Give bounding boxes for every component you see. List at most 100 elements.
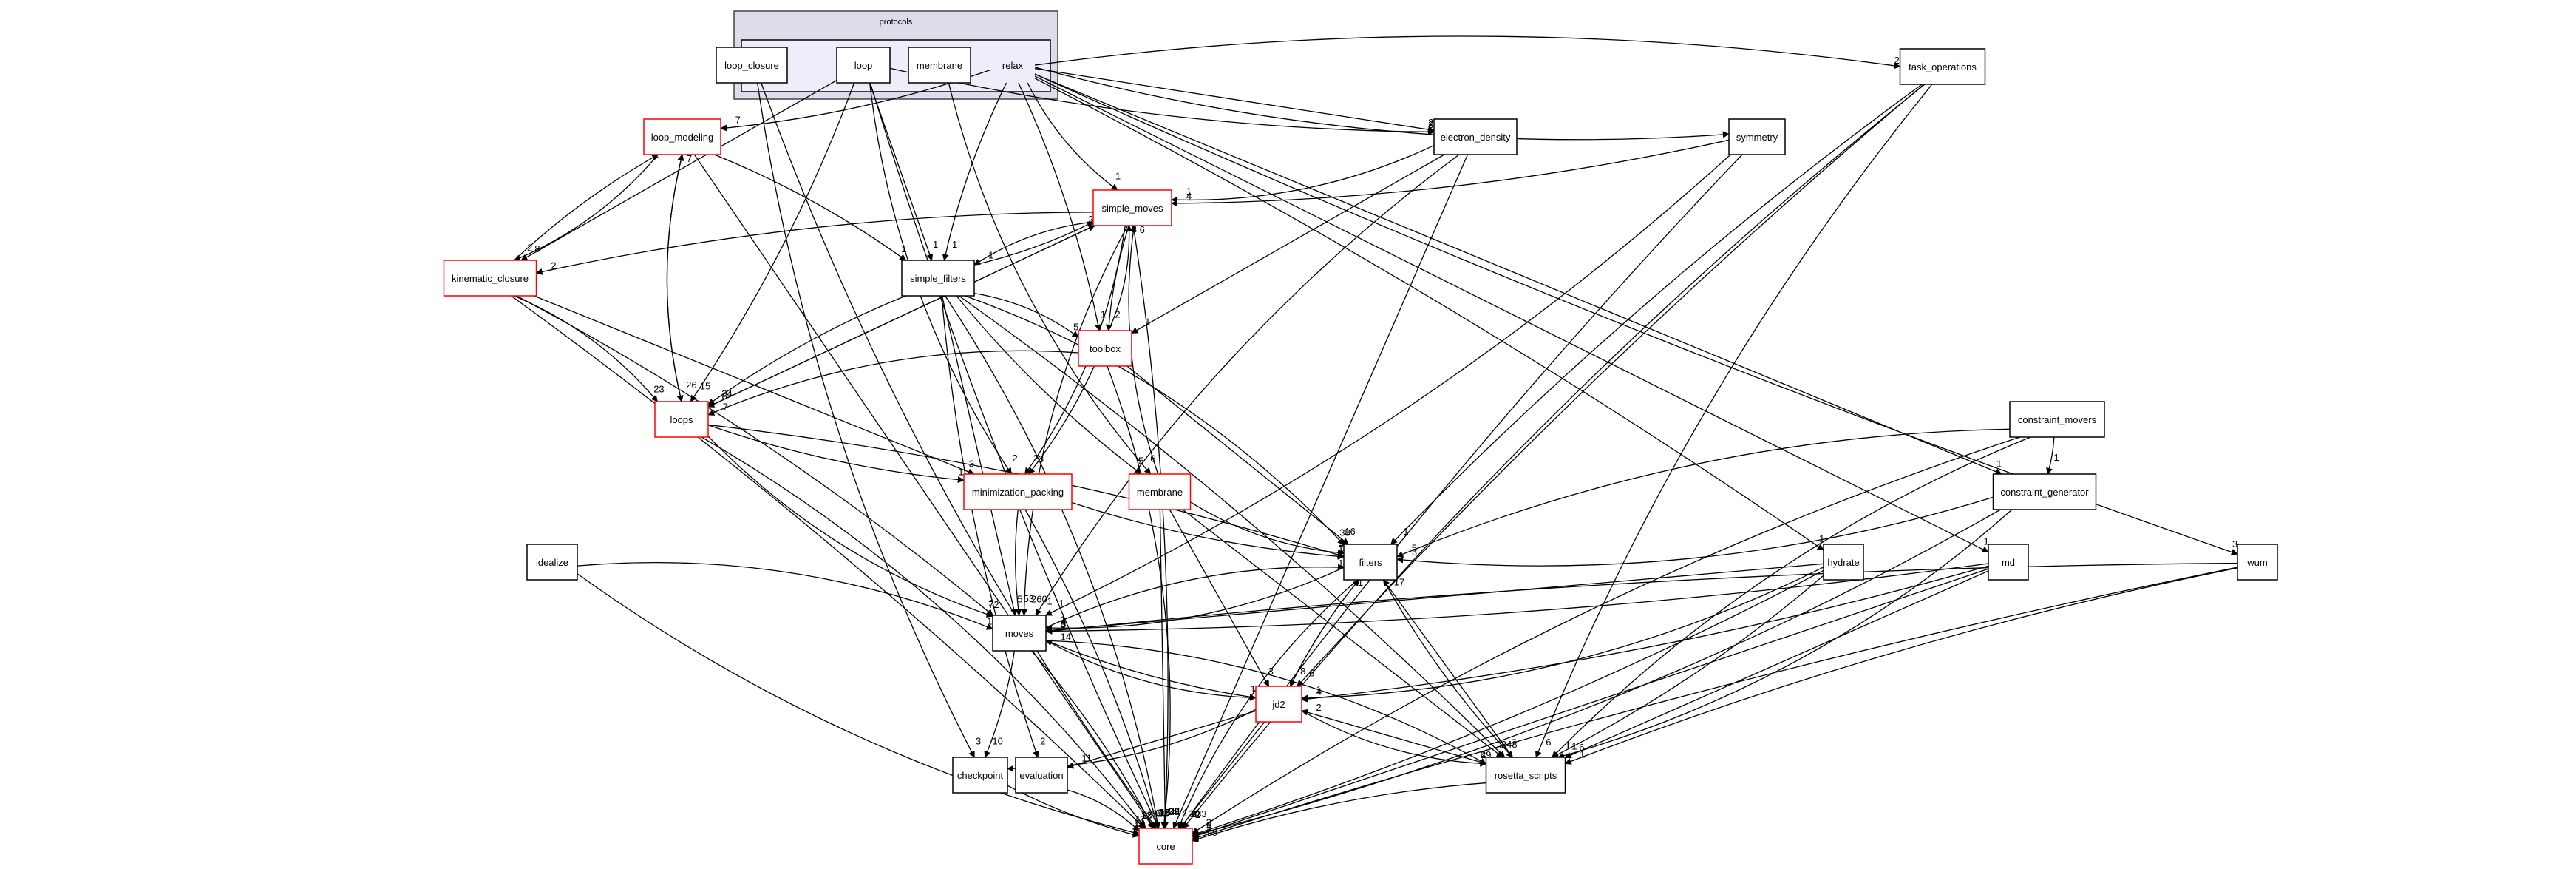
edge-relax-to-simple_filters[interactable]	[942, 82, 1007, 261]
edge-toolbox-to-minimization_packing[interactable]	[1028, 365, 1095, 475]
edge-minimization_packing-to-core[interactable]	[1024, 509, 1160, 829]
edge-loops-to-loop_modeling[interactable]	[666, 154, 684, 402]
node-box[interactable]	[654, 401, 709, 438]
node-md[interactable]: md	[1988, 544, 2029, 581]
edge-label-relax-to-task_operations[interactable]: 2	[1894, 55, 1900, 66]
node-box[interactable]	[2237, 544, 2278, 581]
edge-membrane_p-to-membrane[interactable]	[948, 82, 1152, 475]
edge-label-md-to-core[interactable]: 5	[1206, 822, 1211, 833]
node-loop-closure[interactable]: loop_closure	[716, 47, 788, 84]
edge-simple_filters-to-loops[interactable]	[707, 295, 906, 405]
node-label[interactable]: relax	[1002, 60, 1024, 71]
edge-label-moves-to-rosetta_scripts[interactable]: 4	[1481, 749, 1486, 760]
node-label[interactable]: membrane	[917, 60, 962, 71]
edge-label-simple_filters-to-loops[interactable]: 24	[721, 388, 732, 399]
edge-md-to-rosetta_scripts[interactable]	[1564, 570, 1989, 759]
node-label[interactable]: simple_moves	[1101, 203, 1163, 214]
edge-label-toolbox-to-minimization_packing[interactable]: 3	[1039, 453, 1044, 464]
node-core[interactable]: core	[1138, 828, 1193, 865]
node-filters[interactable]: filters	[1343, 544, 1398, 581]
edge-label-loops-to-minimization_packing[interactable]: 1	[958, 466, 963, 477]
node-idealize[interactable]: idealize	[526, 544, 578, 581]
node-box[interactable]	[443, 260, 537, 297]
edge-label-relax-to-constraint_generator[interactable]: 1	[1996, 459, 2002, 470]
edge-label-simple_filters-to-core[interactable]: 58	[1159, 807, 1169, 818]
edge-label-symmetry-to-moves[interactable]: 1	[1058, 598, 1064, 609]
edge-label-hydrate-to-core[interactable]: 1	[1206, 819, 1211, 831]
node-label[interactable]: task_operations	[1909, 61, 1977, 72]
edge-simple_filters-to-moves[interactable]	[941, 295, 1018, 616]
edge-hydrate-to-core[interactable]	[1192, 569, 1824, 836]
edge-label-loop_modeling-to-loops[interactable]: 26	[686, 379, 696, 390]
edge-moves-to-filters[interactable]	[1045, 564, 1345, 629]
edge-label-wum-to-core[interactable]: 3	[1207, 825, 1212, 836]
edge-label-relax-to-simple_filters[interactable]: 1	[952, 239, 957, 250]
edge-constraint_movers-to-rosetta_scripts[interactable]	[1552, 436, 2031, 758]
edge-jd2-to-moves[interactable]	[1045, 639, 1257, 699]
edge-loop_closure-to-checkpoint[interactable]	[757, 82, 975, 758]
edge-membrane-to-jd2[interactable]	[1169, 509, 1270, 687]
node-rosetta-scripts[interactable]: rosetta_scripts	[1485, 757, 1566, 794]
node-jd2[interactable]: jd2	[1255, 686, 1302, 723]
cluster-relax[interactable]	[741, 39, 1051, 92]
edge-kinematic_closure-to-moves[interactable]	[516, 295, 993, 616]
edge-label-hydrate-to-rosetta_scripts[interactable]: 1	[1565, 740, 1570, 751]
node-label[interactable]: wum	[2246, 557, 2267, 568]
node-box[interactable]	[1433, 118, 1518, 155]
node-label[interactable]: loops	[670, 414, 693, 425]
node-box[interactable]	[1138, 828, 1193, 865]
edge-simple_moves-to-core[interactable]	[1132, 225, 1169, 829]
node-label[interactable]: loop_modeling	[651, 132, 714, 143]
node-membrane[interactable]: membrane	[1128, 473, 1192, 510]
edge-label-loop-to-kinematic_closure[interactable]: 8	[534, 243, 540, 254]
edge-label-symmetry-to-simple_moves[interactable]: 4	[1186, 190, 1192, 201]
edge-label-toolbox-to-loops[interactable]: 7	[723, 402, 728, 413]
edge-membrane-to-rosetta_scripts[interactable]	[1182, 509, 1503, 758]
edge-label-relax-to-simple_moves[interactable]: 1	[1115, 170, 1121, 181]
edge-idealize-to-moves[interactable]	[577, 562, 993, 630]
node-hydrate[interactable]: hydrate	[1823, 544, 1864, 581]
node-label[interactable]: toolbox	[1090, 343, 1121, 354]
edge-relax-to-simple_moves[interactable]	[1027, 82, 1118, 191]
edge-loop_closure-to-core[interactable]	[761, 82, 1157, 829]
node-label[interactable]: hydrate	[1827, 557, 1859, 568]
node-box[interactable]	[992, 615, 1047, 652]
edge-relax-to-toolbox[interactable]	[1018, 82, 1102, 331]
edge-minimization_packing-to-moves[interactable]	[1015, 509, 1022, 616]
edge-kinematic_closure-to-core[interactable]	[511, 295, 1146, 829]
node-label[interactable]: filters	[1359, 557, 1382, 568]
edge-md-to-jd2[interactable]	[1301, 565, 1989, 703]
edge-label-constraint_generator-to-core[interactable]: 3	[1206, 819, 1211, 831]
edge-label-relax-to-loop_modeling[interactable]: 7	[735, 115, 741, 126]
edge-wum-to-core[interactable]	[1192, 567, 2238, 841]
node-box[interactable]	[643, 118, 721, 155]
node-task-operations[interactable]: task_operations	[1899, 48, 1986, 85]
edge-kinematic_closure-to-minimization_packing[interactable]	[534, 295, 975, 476]
edge-toolbox-to-filters[interactable]	[1126, 365, 1349, 545]
edge-label-jd2-to-evaluation[interactable]: 11	[1081, 753, 1092, 764]
edge-label-minimization_packing-to-filters[interactable]: 1	[1338, 543, 1343, 554]
edge-label-filters-to-jd2[interactable]: 8	[1300, 666, 1305, 677]
edge-evaluation-to-core[interactable]	[1067, 789, 1140, 832]
edge-jd2-to-rosetta_scripts[interactable]	[1301, 710, 1487, 767]
edge-label-simple_filters-to-evaluation[interactable]: 2	[1040, 735, 1045, 746]
edge-label-task_operations-to-core[interactable]: 2	[1195, 809, 1200, 820]
node-label[interactable]: loop_closure	[724, 60, 779, 71]
node-box[interactable]	[1823, 544, 1864, 581]
edge-relax-to-electron_density[interactable]	[1034, 68, 1435, 133]
edge-label-simple_filters-to-rosetta_scripts[interactable]: 348	[1501, 739, 1518, 750]
edge-symmetry-to-simple_moves[interactable]	[1171, 139, 1730, 207]
node-box[interactable]	[1015, 757, 1068, 794]
node-label[interactable]: minimization_packing	[972, 487, 1064, 498]
edge-electron_density-to-moves[interactable]	[1035, 154, 1460, 616]
edge-filters-to-core[interactable]	[1177, 579, 1359, 829]
node-box[interactable]	[901, 260, 975, 297]
node-label[interactable]: idealize	[536, 557, 568, 568]
edge-label-kinematic_closure-to-minimization_packing[interactable]: 3	[969, 459, 974, 470]
edge-task_operations-to-filters[interactable]	[1390, 84, 1923, 545]
edge-md-to-moves[interactable]	[1045, 563, 1989, 635]
edge-label-constraint_movers-to-rosetta_scripts[interactable]: 1	[1566, 740, 1571, 751]
edge-label-simple_filters-to-moves[interactable]: 5	[1017, 593, 1022, 604]
edge-loop-to-loops[interactable]	[690, 82, 855, 402]
edge-label-relax-to-wum[interactable]: 3	[2232, 538, 2237, 550]
